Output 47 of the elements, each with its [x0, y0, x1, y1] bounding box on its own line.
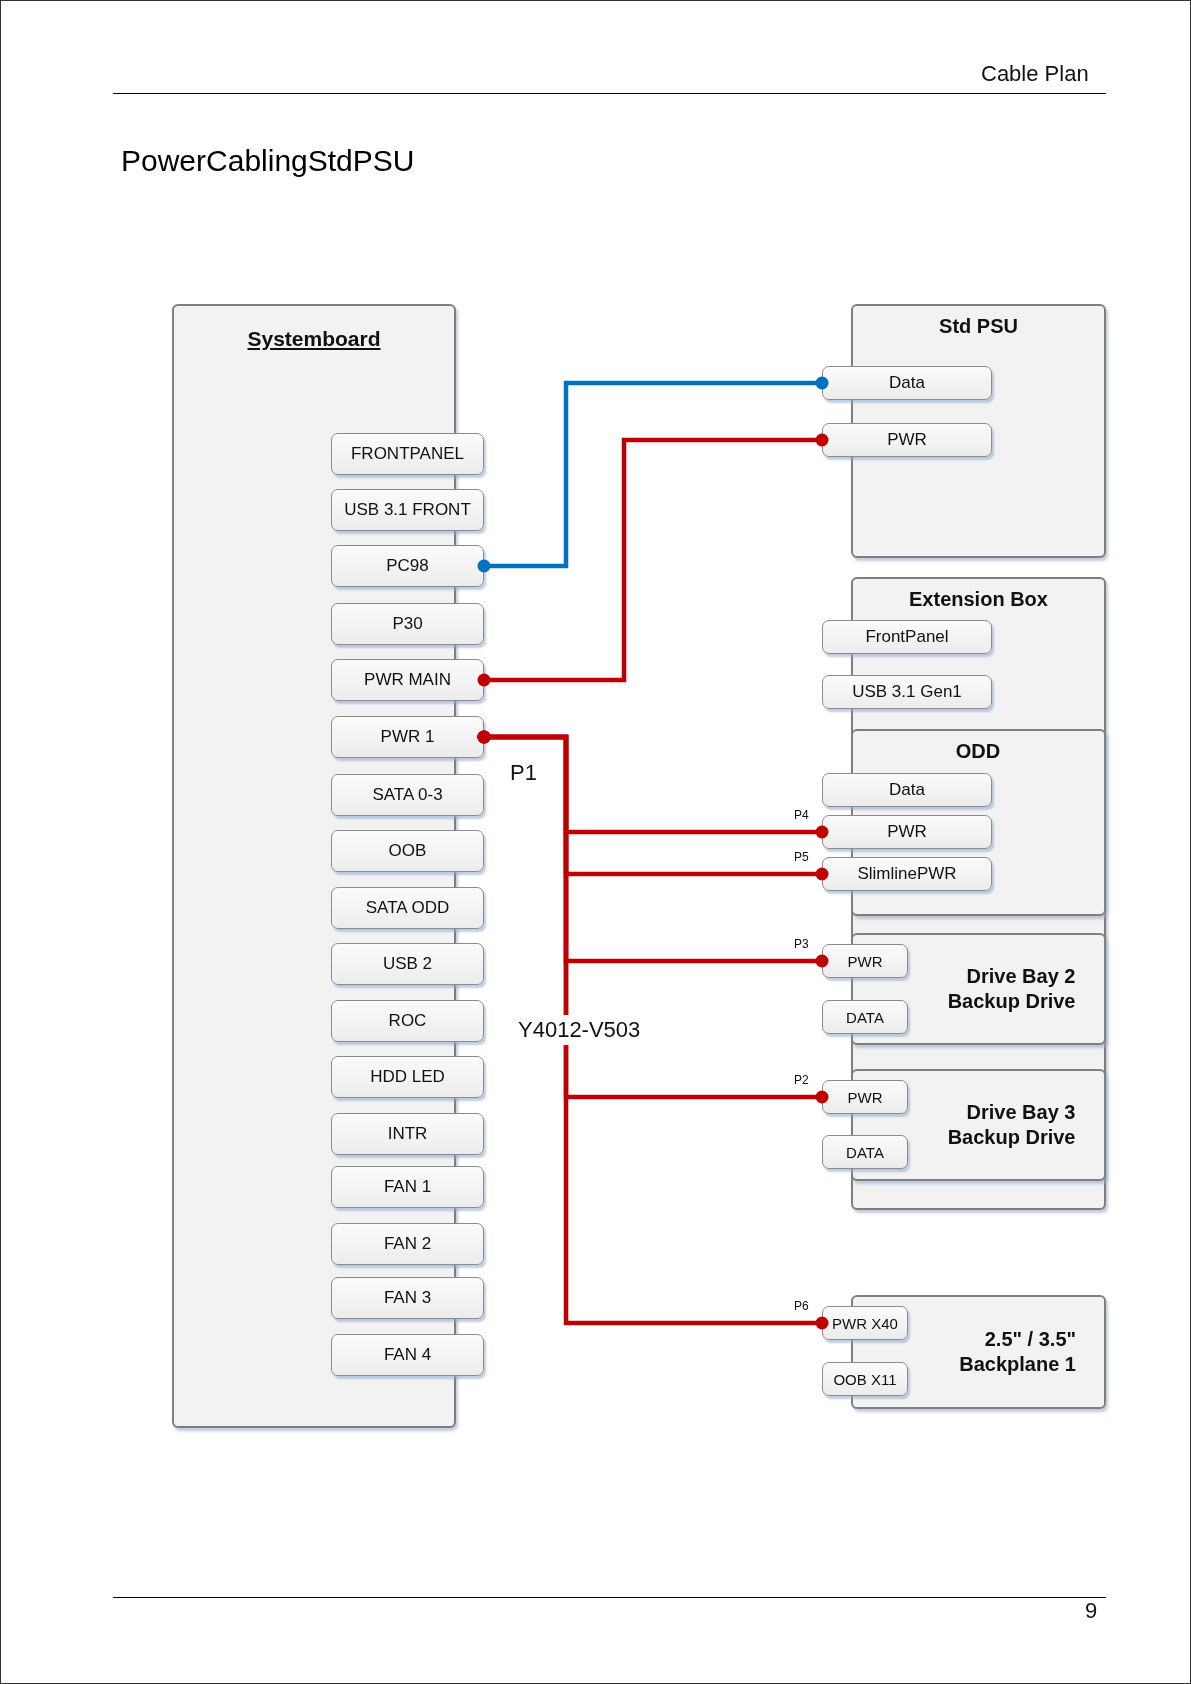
edge-label: P6: [794, 1299, 809, 1313]
connector-box: FrontPanel: [822, 620, 992, 654]
page-title: PowerCablingStdPSU: [121, 144, 415, 178]
cable-line: [477, 433, 829, 687]
connector-box: DATA: [822, 1000, 908, 1034]
connector-box: Data: [822, 366, 992, 400]
connector-box: INTR: [331, 1113, 484, 1155]
cable-line: [477, 376, 829, 573]
connector-box: FAN 3: [331, 1277, 484, 1319]
edge-label: P2: [794, 1073, 809, 1087]
connector-box: PWR: [822, 944, 908, 978]
edge-label: P4: [794, 808, 809, 822]
panel-heading: ODD: [954, 738, 1002, 764]
connector-box: USB 3.1 Gen1: [822, 675, 992, 709]
connector-box: P30: [331, 603, 484, 645]
edge-label: P3: [794, 937, 809, 951]
connector-box: PC98: [331, 545, 484, 587]
connector-box: PWR X40: [822, 1306, 908, 1340]
connector-box: OOB X11: [822, 1362, 908, 1396]
panel-heading: Drive Bay 2 Backup Drive: [946, 963, 1076, 1014]
panel-heading: Systemboard: [246, 326, 382, 352]
connector-box: SATA 0-3: [331, 774, 484, 816]
connector-box: PWR MAIN: [331, 659, 484, 701]
connector-box: PWR: [822, 423, 992, 457]
connector-box: PWR 1: [331, 716, 484, 758]
panel-heading: Extension Box: [908, 587, 1049, 612]
connector-box: FRONTPANEL: [331, 433, 484, 475]
connector-box: DATA: [822, 1135, 908, 1169]
panel-heading: Std PSU: [938, 314, 1019, 339]
connector-box: FAN 4: [331, 1334, 484, 1376]
connector-box: FAN 2: [331, 1223, 484, 1265]
panel-heading: 2.5" / 3.5" Backplane 1: [958, 1327, 1076, 1377]
connector-box: FAN 1: [331, 1166, 484, 1208]
cable-label: Y4012-V503: [516, 1015, 643, 1045]
connector-box: SATA ODD: [331, 887, 484, 929]
connector-box: Data: [822, 773, 992, 807]
connector-box: PWR: [822, 1080, 908, 1114]
connector-box: SlimlinePWR: [822, 857, 992, 891]
connector-box: PWR: [822, 815, 992, 849]
cable-line: [477, 730, 829, 1330]
panel-heading: Drive Bay 3 Backup Drive: [946, 1099, 1076, 1150]
connector-box: OOB: [331, 830, 484, 872]
connector-box: USB 2: [331, 943, 484, 985]
connector-box: ROC: [331, 1000, 484, 1042]
connector-box: USB 3.1 FRONT: [331, 489, 484, 531]
connector-box: HDD LED: [331, 1056, 484, 1098]
edge-label: P5: [794, 850, 809, 864]
